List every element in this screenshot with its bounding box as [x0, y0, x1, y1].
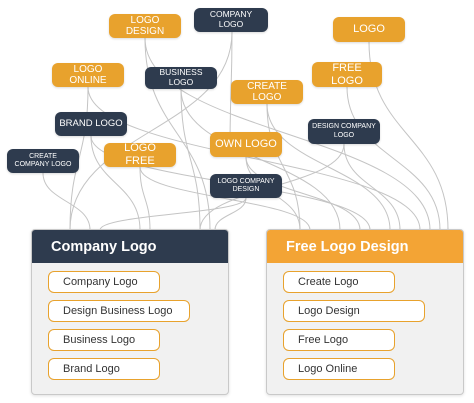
group-item: Company Logo	[48, 271, 160, 293]
group-item: Free Logo	[283, 329, 395, 351]
group-title: Free Logo Design	[267, 230, 463, 263]
connector-line	[266, 103, 391, 231]
keyword-tag-logo-company-design: LOGO COMPANY DESIGN	[210, 174, 282, 198]
group-item: Logo Online	[283, 358, 395, 380]
connector-line	[343, 143, 401, 231]
keyword-tag-logo-online: LOGO ONLINE	[52, 63, 124, 87]
keyword-tag-company-logo: COMPANY LOGO	[194, 8, 268, 32]
connector-line	[99, 197, 247, 231]
group-item: Design Business Logo	[48, 300, 190, 322]
connector-line	[139, 166, 311, 231]
connector-line	[90, 135, 141, 231]
group-item: Create Logo	[283, 271, 395, 293]
connector-line	[42, 172, 91, 231]
keyword-tag-logo-free: LOGO FREE	[104, 142, 176, 167]
connector-line	[180, 88, 341, 231]
keyword-tag-create-logo: CREATE LOGO	[231, 80, 303, 104]
keyword-tag-design-company-logo: DESIGN COMPANY LOGO	[308, 119, 380, 144]
group-item: Logo Design	[283, 300, 425, 322]
connector-line	[69, 86, 89, 231]
keyword-tag-brand-logo: BRAND LOGO	[55, 112, 127, 136]
connector-line	[214, 197, 247, 231]
group-item: Business Logo	[48, 329, 160, 351]
group-item: Brand Logo	[48, 358, 160, 380]
company-logo-group-card: Company Logo Company Logo Design Busines…	[31, 229, 229, 395]
connector-line	[346, 86, 441, 231]
connector-line	[245, 156, 361, 231]
connector-line	[139, 166, 151, 231]
keyword-tag-business-logo: BUSINESS LOGO	[145, 67, 217, 89]
connector-line	[69, 31, 233, 231]
group-title: Company Logo	[32, 230, 228, 263]
keyword-tag-create-company-logo: CREATE COMPANY LOGO	[7, 149, 79, 173]
connector-line	[180, 88, 201, 231]
keyword-tag-logo-design: LOGO DESIGN	[109, 14, 181, 38]
free-logo-design-group-card: Free Logo Design Create Logo Logo Design…	[266, 229, 464, 395]
keyword-tag-own-logo: OWN LOGO	[210, 132, 282, 157]
keyword-tag-free-logo: FREE LOGO	[312, 62, 382, 87]
connector-line	[266, 103, 301, 231]
keyword-tag-logo: LOGO	[333, 17, 405, 42]
